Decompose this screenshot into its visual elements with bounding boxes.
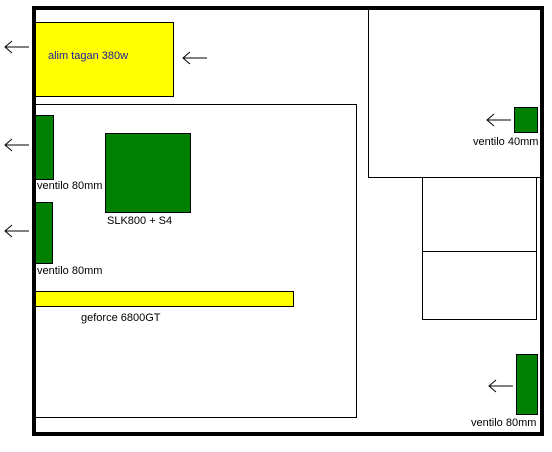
drive-bay-large	[368, 9, 541, 178]
drive-bay-upper	[422, 177, 537, 252]
case-outline	[32, 6, 544, 436]
airflow-arrow-icon	[488, 379, 513, 393]
front-fan-bottom-label: ventilo 80mm	[37, 265, 103, 277]
airflow-arrow-icon	[4, 224, 29, 238]
graphics-card-label: geforce 6800GT	[81, 312, 161, 324]
power-supply	[35, 22, 174, 97]
graphics-card	[35, 291, 294, 307]
fan-40mm	[514, 107, 538, 133]
airflow-arrow-icon	[486, 113, 511, 127]
cpu-cooler	[105, 133, 191, 213]
airflow-arrow-icon	[4, 138, 29, 152]
front-fan-top-label: ventilo 80mm	[37, 180, 103, 192]
airflow-arrow-icon	[4, 40, 29, 54]
rear-fan-bottom-label: ventilo 80mm	[471, 417, 537, 429]
motherboard-area	[35, 104, 357, 418]
power-supply-label: alim tagan 380w	[48, 50, 129, 62]
fan-40mm-label: ventilo 40mm	[473, 136, 539, 148]
front-fan-bottom	[35, 202, 53, 264]
airflow-arrow-icon	[182, 51, 207, 65]
front-fan-top	[35, 115, 54, 180]
cpu-cooler-label: SLK800 + S4	[107, 215, 173, 227]
rear-fan-bottom	[516, 354, 538, 415]
drive-bay-lower	[422, 251, 537, 320]
